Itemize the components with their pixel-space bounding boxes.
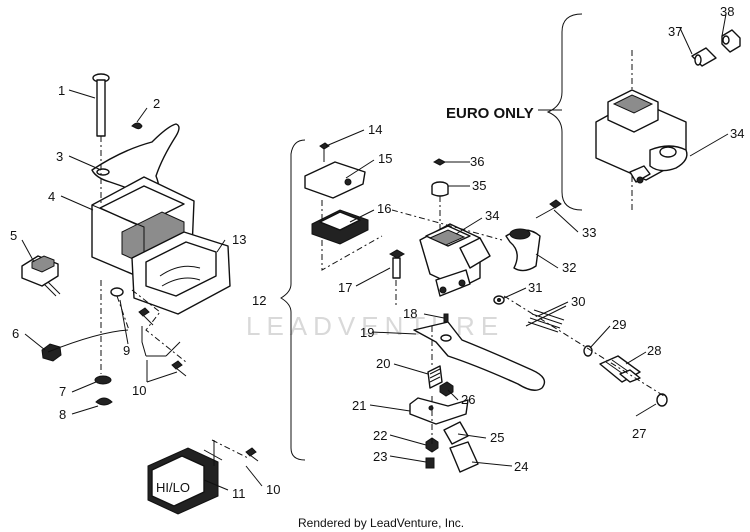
footer-credit: Rendered by LeadVenture, Inc. — [298, 516, 464, 530]
callout-33: 33 — [582, 225, 596, 240]
part-spring-30 — [525, 305, 567, 333]
callout-25: 25 — [490, 430, 504, 445]
callout-36: 36 — [470, 154, 484, 169]
callout-labels: 1 2 3 4 5 6 7 8 9 10 10 11 12 13 14 15 1… — [10, 4, 744, 501]
part-fitting-37 — [691, 47, 717, 67]
callout-16: 16 — [377, 201, 391, 216]
callout-10: 10 — [132, 383, 146, 398]
part-nut-26 — [439, 381, 454, 397]
callout-20: 20 — [376, 356, 390, 371]
part-seal-27 — [656, 393, 668, 407]
callout-29: 29 — [612, 317, 626, 332]
callout-23: 23 — [373, 449, 387, 464]
part-clip-2 — [131, 122, 143, 130]
part-cap-36 — [432, 158, 447, 166]
bracket-12 — [280, 139, 306, 461]
callout-24: 24 — [514, 459, 528, 474]
callout-35: 35 — [472, 178, 486, 193]
callout-8: 8 — [59, 407, 66, 422]
callout-6: 6 — [12, 326, 19, 341]
part-cover-13 — [131, 231, 231, 315]
callout-10-switch: 10 — [266, 482, 280, 497]
part-switch-24 — [449, 441, 479, 473]
part-cap-38 — [721, 29, 741, 53]
leader-lines — [21, 13, 729, 491]
callout-3: 3 — [56, 149, 63, 164]
callout-37: 37 — [668, 24, 682, 39]
callout-11: 11 — [232, 486, 246, 501]
callout-31: 31 — [528, 280, 542, 295]
callout-19: 19 — [360, 325, 374, 340]
watermark-text: LEADVENTURE — [246, 311, 504, 341]
callout-4: 4 — [48, 189, 55, 204]
part-nut-6 — [41, 343, 62, 362]
euro-only-label: EURO ONLY — [446, 105, 534, 122]
part-screw-10c — [249, 454, 259, 462]
callout-30: 30 — [571, 294, 585, 309]
part-master-cylinder-34-euro — [595, 89, 688, 184]
part-boot-35 — [431, 181, 449, 197]
part-screw-10b — [175, 367, 187, 377]
callout-22: 22 — [373, 428, 387, 443]
part-pin-18 — [443, 313, 449, 323]
part-screw-33 — [535, 207, 555, 219]
part-screw-10a — [142, 314, 154, 326]
callout-21: 21 — [352, 398, 366, 413]
callout-15: 15 — [378, 151, 392, 166]
callout-7: 7 — [59, 384, 66, 399]
part-diaphragm-16 — [311, 209, 369, 245]
callout-5: 5 — [10, 228, 17, 243]
part-washer-7 — [94, 375, 112, 385]
callout-14: 14 — [368, 122, 382, 137]
part-switch-25 — [443, 421, 469, 445]
part-master-cylinder-34 — [419, 223, 491, 297]
euro-only-group: EURO ONLY — [446, 13, 741, 211]
part-screw-14 — [319, 142, 330, 150]
part-bracket-21 — [409, 397, 469, 425]
callout-17: 17 — [338, 280, 352, 295]
part-bolt-17 — [392, 257, 401, 279]
switch-hi-lo-text: HI/LO — [156, 480, 190, 495]
part-clip-8 — [95, 397, 113, 406]
part-switch-11: HI/LO — [147, 439, 259, 515]
callout-13: 13 — [232, 232, 246, 247]
part-spring-20 — [427, 365, 443, 389]
callout-34: 34 — [485, 208, 499, 223]
callout-2: 2 — [153, 96, 160, 111]
part-cap-15 — [304, 161, 366, 199]
part-screw-23 — [425, 457, 435, 469]
part-connector-5 — [21, 255, 61, 297]
callout-1: 1 — [58, 83, 65, 98]
callout-28: 28 — [647, 343, 661, 358]
callout-18: 18 — [403, 306, 417, 321]
callout-26: 26 — [461, 392, 475, 407]
part-bolt-1 — [92, 73, 110, 137]
part-lever-3 — [91, 123, 180, 197]
part-piston-28 — [599, 355, 641, 383]
left-throttle-assembly — [21, 73, 231, 406]
callout-34-euro: 34 — [730, 126, 744, 141]
brake-master-cylinder-assembly — [304, 142, 668, 473]
callout-9: 9 — [123, 343, 130, 358]
callout-38: 38 — [720, 4, 734, 19]
part-washer-9 — [110, 287, 124, 297]
callout-32: 32 — [562, 260, 576, 275]
callout-12: 12 — [252, 293, 266, 308]
callout-27: 27 — [632, 426, 646, 441]
